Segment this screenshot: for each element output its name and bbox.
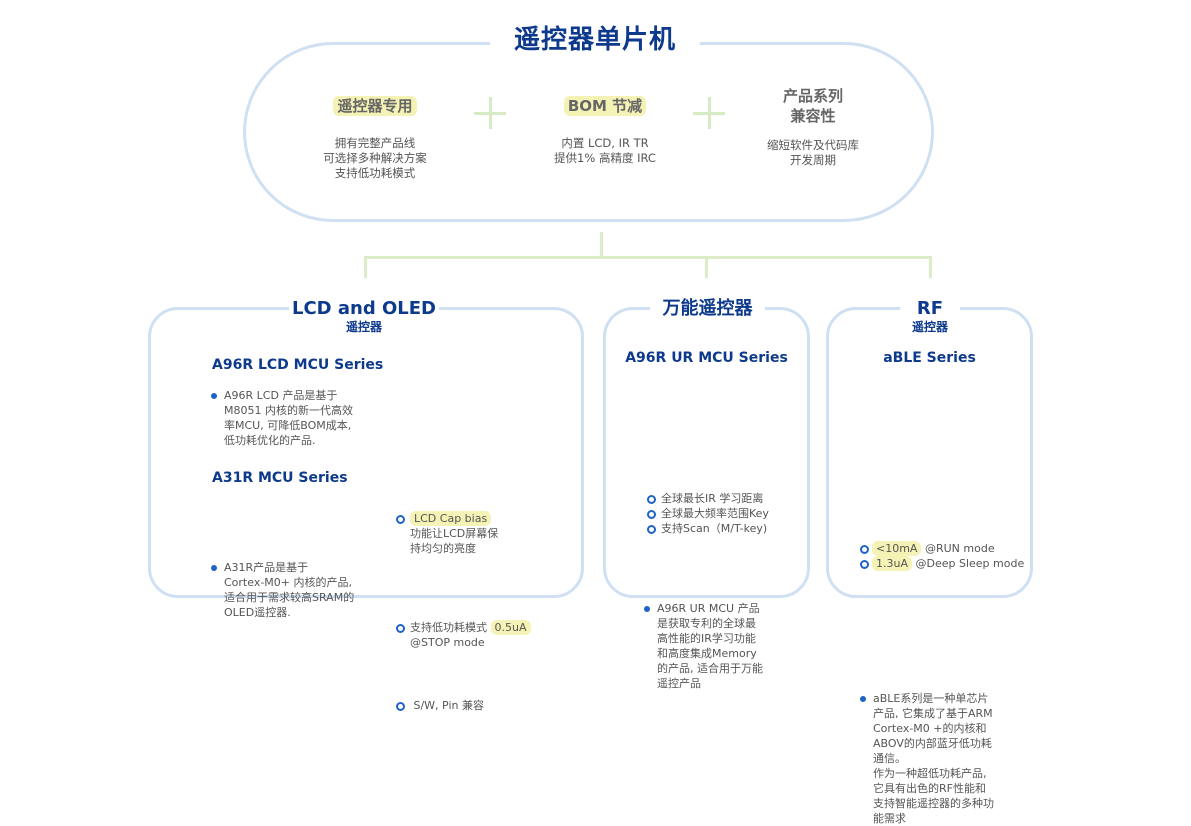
ring-bullet-icon [396,624,405,633]
feature-item: 支持Scan（M/T-key) [647,521,769,536]
feature-remote-dedicated: 遥控器专用 拥有完整产品线 可选择多种解决方案 支持低功耗模式 [300,96,450,181]
ring-bullet-icon [647,495,656,504]
rf-feature-list: <10mA @RUN mode 1.3uA @Deep Sleep mode [860,541,1025,571]
desc-line: 能需求 [873,812,906,825]
highlight-text: 1.3uA [872,556,912,571]
feature-desc-line: 支持低功耗模式 [334,166,416,180]
lcd-feature-cap-bias: LCD Cap bias 功能让LCD屏幕保 持均匀的亮度 [396,511,1191,556]
desc-line: 遥控产品 [657,677,701,690]
desc-line: Cortex-M0+ 内核的产品, [224,576,352,589]
bullet-icon [211,565,217,571]
ring-bullet-icon [860,560,869,569]
desc-line: A96R UR MCU 产品 [657,602,760,615]
series-title: A31R MCU Series [212,470,348,486]
desc-line: 率MCU, 可降低BOM成本, [224,419,352,432]
highlight-text: LCD Cap bias [410,511,492,526]
feature-text: 全球最长IR 学习距离 [661,492,764,505]
desc-line: 低功耗优化的产品. [224,434,316,447]
series-description: A96R LCD 产品是基于 M8051 内核的新一代高效 率MCU, 可降低B… [211,388,1191,448]
desc-line: A31R产品是基于 [224,561,309,574]
main-title: 遥控器单片机 [490,22,700,58]
feature-item: 全球最长IR 学习距离 [647,491,769,506]
desc-line: 支持智能遥控器的多种功 [873,797,994,810]
box-subtitle: 遥控器 [911,320,948,334]
feature-item: 1.3uA @Deep Sleep mode [860,556,1025,571]
series-title: aBLE Series [883,350,976,366]
feature-text: 全球最大频率范围Key [661,507,769,520]
desc-line: 它具有出色的RF性能和 [873,782,986,795]
feature-desc-line: 可选择多种解决方案 [323,151,427,165]
desc-line: 适合用于需求较高SRAM的 [224,591,355,604]
desc-line: 是获取专利的全球最 [657,617,756,630]
desc-line: 持均匀的亮度 [410,542,476,555]
rf-header: RF 遥控器 [900,298,960,334]
feature-title-line: 产品系列 [782,87,843,105]
ring-bullet-icon [647,525,656,534]
highlight-text: 0.5uA [490,620,531,635]
ring-bullet-icon [396,702,405,711]
feature-text: @Deep Sleep mode [912,557,1025,570]
desc-line: aBLE系列是一种单芯片 [873,692,989,705]
desc-line: 功能让LCD屏幕保 [410,527,499,540]
box-subtitle: 遥控器 [345,320,382,334]
ring-bullet-icon [647,510,656,519]
feature-bom-reduction: BOM 节减 内置 LCD, IR TR 提供1% 高精度 IRC [530,96,680,166]
desc-line: OLED遥控器. [224,606,291,619]
bullet-icon [860,696,866,702]
feature-desc-line: 缩短软件及代码库 [767,138,859,152]
series-title: A96R UR MCU Series [625,350,788,366]
universal-remote-box [603,307,810,598]
feature-title: BOM 节减 [563,96,647,116]
ring-bullet-icon [860,545,869,554]
highlight-text: <10mA [872,541,922,556]
feature-desc-line: 开发周期 [790,153,836,167]
ring-bullet-icon [396,515,405,524]
box-title: LCD and OLED [291,298,436,319]
series-title: A96R LCD MCU Series [212,357,384,373]
desc-line: 高性能的IR学习功能 [657,632,756,645]
connector-line [364,256,932,259]
desc-line: ABOV的内部蓝牙低功耗 [873,737,992,750]
series-description: A31R产品是基于 Cortex-M0+ 内核的产品, 适合用于需求较高SRAM… [211,560,1191,620]
box-title: RF [916,298,944,319]
series-description: A96R UR MCU 产品 是获取专利的全球最 高性能的IR学习功能 和高度集… [644,601,1191,691]
desc-text: 支持低功耗模式 [410,621,491,634]
desc-line: A96R LCD 产品是基于 [224,389,338,402]
desc-line: 产品, 它集成了基于ARM [873,707,993,720]
bullet-icon [211,393,217,399]
connector-line [600,232,603,258]
universal-remote-header: 万能遥控器 [650,298,765,320]
feature-compatibility: 产品系列 兼容性 缩短软件及代码库 开发周期 [738,86,888,168]
feature-desc-line: 内置 LCD, IR TR [561,136,649,150]
desc-line: 通信。 [873,752,906,765]
feature-text: 支持Scan（M/T-key) [661,522,768,535]
ur-feature-list: 全球最长IR 学习距离 全球最大频率范围Key 支持Scan（M/T-key) [647,491,769,536]
lcd-oled-box [148,307,584,598]
connector-line [705,256,708,278]
feature-text: @RUN mode [921,542,995,555]
lcd-oled-header: LCD and OLED 遥控器 [289,298,439,334]
bullet-icon [644,606,650,612]
series-description: aBLE系列是一种单芯片 产品, 它集成了基于ARM Cortex-M0 +的内… [860,691,1191,826]
connector-line [929,256,932,278]
plus-icon [474,97,506,129]
feature-item: 全球最大频率范围Key [647,506,769,521]
feature-item: <10mA @RUN mode [860,541,1024,556]
desc-line: 的产品, 适合用于万能 [657,662,763,675]
box-title: 万能遥控器 [662,298,753,319]
feature-title: 遥控器专用 [333,96,417,116]
feature-desc-line: 拥有完整产品线 [334,136,416,150]
feature-title-line: 兼容性 [790,107,836,125]
feature-desc-line: 提供1% 高精度 IRC [554,151,656,165]
connector-line [364,256,367,278]
desc-line: Cortex-M0 +的内核和 [873,722,987,735]
desc-line: M8051 内核的新一代高效 [224,404,353,417]
desc-line: 和高度集成Memory [657,647,757,660]
plus-icon [693,97,725,129]
desc-line: 作为一种超低功耗产品, [873,767,987,780]
